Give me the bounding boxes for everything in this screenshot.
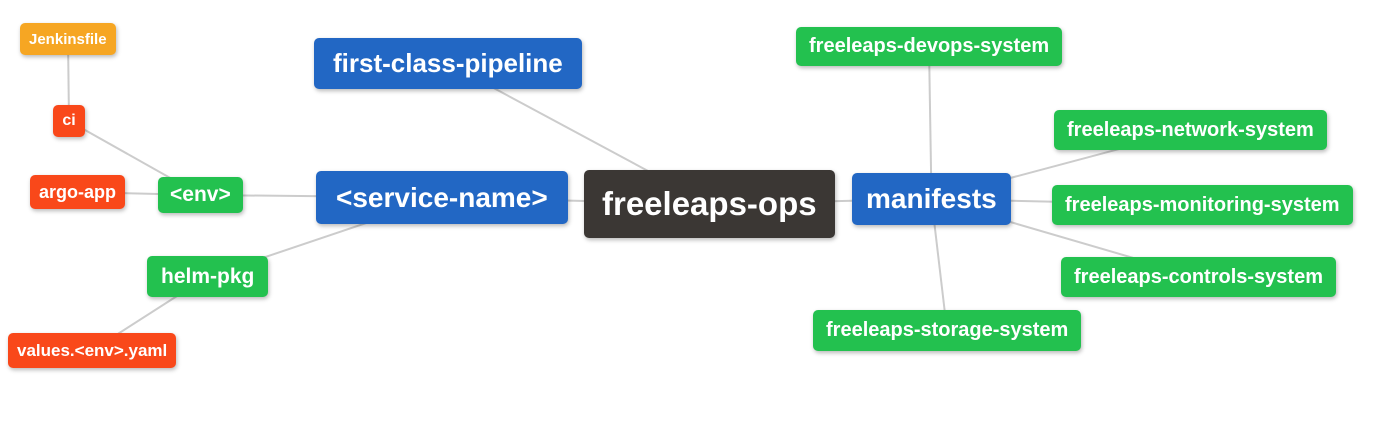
node-freeleaps-controls-system[interactable]: freeleaps-controls-system	[1061, 257, 1336, 297]
node-manifests[interactable]: manifests	[852, 173, 1011, 225]
node-env[interactable]: <env>	[158, 177, 243, 213]
node-ci[interactable]: ci	[53, 105, 85, 137]
node-freeleaps-ops[interactable]: freeleaps-ops	[584, 170, 835, 238]
node-freeleaps-devops-system[interactable]: freeleaps-devops-system	[796, 27, 1063, 66]
node-argo-app[interactable]: argo-app	[30, 175, 126, 209]
node-freeleaps-monitoring-system[interactable]: freeleaps-monitoring-system	[1052, 185, 1353, 225]
node-service-name[interactable]: <service-name>	[316, 171, 568, 224]
node-freeleaps-storage-system[interactable]: freeleaps-storage-system	[813, 310, 1082, 351]
node-values-env-yaml[interactable]: values.<env>.yaml	[8, 333, 177, 368]
node-first-class-pipeline[interactable]: first-class-pipeline	[314, 38, 582, 89]
node-freeleaps-network-system[interactable]: freeleaps-network-system	[1054, 110, 1327, 150]
node-jenkinsfile[interactable]: Jenkinsfile	[20, 23, 116, 55]
node-helm-pkg[interactable]: helm-pkg	[147, 256, 269, 297]
